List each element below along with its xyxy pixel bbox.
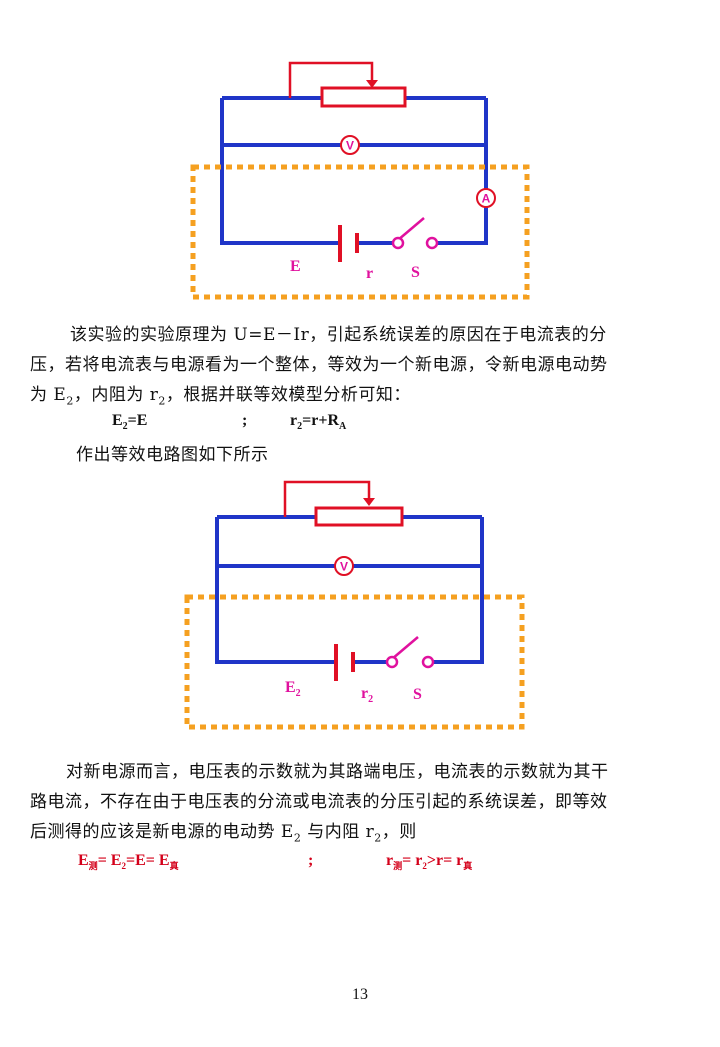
equation-2-right: r测= r2>r= r真 [386,852,473,872]
paragraph-line: 路电流，不存在由于电压表的分流或电流表的分压引起的系统误差，即等效 [30,792,608,812]
switch-icon [385,636,435,669]
label-r2: r2 [361,685,373,705]
paragraph-line: 为 E2，内阻为 r2，根据并联等效模型分析可知： [30,385,411,408]
ammeter-icon: A [476,188,496,208]
label-S: S [413,686,422,703]
equivalent-source-box [184,594,525,730]
battery-icon [338,225,359,262]
paragraph-intro-diagram2: 作出等效电路图如下所示 [76,445,269,465]
label-E: E [290,258,301,275]
page-number: 13 [352,986,368,1003]
label-E2: E2 [285,679,301,699]
svg-text:V: V [340,560,348,574]
paragraph-line: 压，若将电流表与电源看为一个整体，等效为一个新电源，令新电源电动势 [30,355,608,375]
equivalent-source-box [190,164,530,300]
equation-1-right: r2=r+RA [290,412,347,433]
equation-1: E2=E [112,412,148,433]
paragraph-line: 该实验的实验原理为 U=E－Ir，引起系统误差的原因在于电流表的分 [70,325,607,345]
equation-2-separator: ; [308,852,314,869]
label-r: r [366,265,373,282]
equation-2-left: E测= E2=E= E真 [78,852,179,872]
paragraph-conclusion: 对新电源而言，电压表的示数就为其路端电压，电流表的示数就为其干 路电流，不存在由… [30,757,695,853]
voltmeter-icon: V [334,556,354,576]
circuit-diagram-2: V E2 r2 S [184,480,525,730]
svg-text:V: V [346,139,354,153]
rheostat [320,86,407,108]
paragraph-line: 后测得的应该是新电源的电动势 E2 与内阻 r2，则 [30,822,417,845]
rheostat [314,506,404,527]
paragraph-principle: 该实验的实验原理为 U=E－Ir，引起系统误差的原因在于电流表的分 压，若将电流… [30,320,695,416]
battery-icon [334,644,355,681]
voltmeter-icon: V [340,135,360,155]
circuit-diagram-1: V A E r S [190,61,530,300]
label-S: S [411,264,420,281]
paragraph-line: 对新电源而言，电压表的示数就为其路端电压，电流表的示数就为其干 [66,762,609,782]
equation-1-separator: ; [242,412,248,429]
svg-text:A: A [482,192,491,206]
switch-icon [391,217,439,250]
